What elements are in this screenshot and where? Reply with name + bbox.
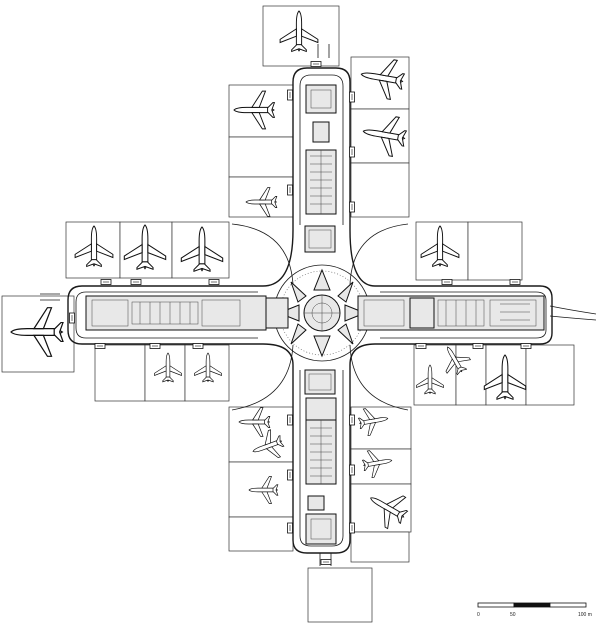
central-hub bbox=[273, 225, 371, 395]
scale-tick-100: 100 m bbox=[578, 612, 592, 618]
west-pier bbox=[85, 295, 289, 331]
south-pier bbox=[305, 397, 337, 545]
aircraft-stands bbox=[1, 5, 575, 623]
apron-road bbox=[40, 44, 597, 566]
scale-bar: 0 50 100 m bbox=[477, 602, 592, 618]
north-pier bbox=[305, 84, 337, 215]
scale-tick-50: 50 bbox=[510, 612, 516, 618]
scale-tick-0: 0 bbox=[477, 612, 480, 618]
east-pier bbox=[357, 295, 545, 331]
